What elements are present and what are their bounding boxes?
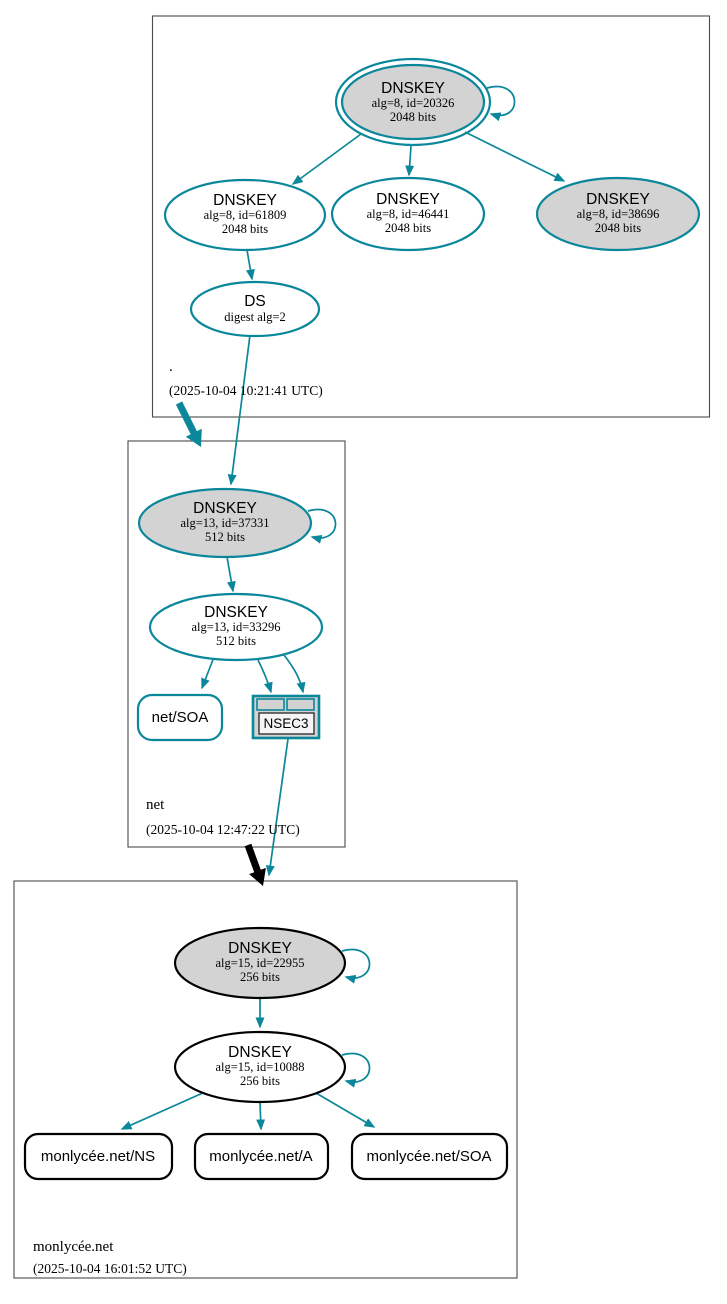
node-mon-soa-rrset[interactable]: monlycée.net/SOA (350, 1132, 509, 1181)
nsec3-label-rect (258, 712, 315, 735)
root-ds-ellipse (189, 280, 321, 338)
edge-nsec3-to-monlycee (265, 738, 289, 877)
node-root-dnskey-38696[interactable]: DNSKEY alg=8, id=38696 2048 bits (535, 176, 701, 252)
zone-box-monlycee (13, 880, 518, 1279)
mon-zsk-detail1: alg=15, id=10088 (215, 1060, 304, 1074)
net-ksk-detail1: alg=13, id=37331 (180, 516, 269, 530)
net-soa-rect (136, 693, 224, 742)
mon-soa-label: monlycée.net/SOA (366, 1148, 491, 1165)
root-dnskey-38696-ellipse (535, 176, 701, 252)
net-zone-timestamp: (2025-10-04 12:47:22 UTC) (146, 822, 300, 837)
node-root-dnskey-61809[interactable]: DNSKEY alg=8, id=61809 2048 bits (163, 178, 327, 252)
node-root-dnskey-46441[interactable]: DNSKEY alg=8, id=46441 2048 bits (330, 176, 486, 252)
nsec3-label: NSEC3 (263, 716, 308, 731)
root-ksk-detail1: alg=8, id=20326 (372, 96, 455, 110)
mon-zone-timestamp: (2025-10-04 16:01:52 UTC) (33, 1261, 187, 1276)
root-dnskey-38696-detail1: alg=8, id=38696 (577, 207, 660, 221)
root-dnskey-61809-title: DNSKEY (213, 192, 277, 209)
edge-mon-zsk-selfloop (341, 1052, 371, 1088)
mon-soa-rect (350, 1132, 509, 1181)
net-zone-label: net (146, 797, 165, 813)
edge-mon-ksk-selfloop (341, 948, 371, 984)
root-dnskey-46441-title: DNSKEY (376, 191, 440, 208)
root-ksk-inner-ellipse (340, 63, 486, 141)
mon-ksk-ellipse (173, 926, 347, 1000)
root-dnskey-38696-detail2: 2048 bits (595, 221, 641, 235)
node-net-soa-rrset[interactable]: net/SOA (136, 693, 224, 742)
node-net-zsk-33296[interactable]: DNSKEY alg=13, id=33296 512 bits (148, 592, 324, 662)
node-mon-zsk-10088[interactable]: DNSKEY alg=15, id=10088 256 bits (173, 1030, 347, 1104)
mon-ns-label: monlycée.net/NS (41, 1148, 155, 1165)
root-zone-timestamp: (2025-10-04 10:21:41 UTC) (169, 383, 323, 398)
root-dnskey-61809-detail2: 2048 bits (222, 222, 268, 236)
mon-a-rect (193, 1132, 330, 1181)
net-zsk-title: DNSKEY (204, 604, 268, 621)
net-zsk-detail1: alg=13, id=33296 (191, 620, 280, 634)
mon-ksk-detail2: 256 bits (240, 970, 280, 984)
root-zone-label: . (169, 359, 173, 375)
arrow-root-to-net-delegation (175, 401, 202, 447)
mon-ksk-detail1: alg=15, id=22955 (215, 956, 304, 970)
node-net-nsec3[interactable]: NSEC3 (251, 694, 321, 740)
node-mon-ksk-22955[interactable]: DNSKEY alg=15, id=22955 256 bits (173, 926, 347, 1000)
root-ds-title: DS (244, 293, 266, 310)
edge-ds-to-net-ksk (227, 334, 251, 486)
edge-mon-zsk-to-a (256, 1101, 266, 1131)
root-dnskey-46441-detail1: alg=8, id=46441 (367, 207, 450, 221)
edge-net-ksk-to-zsk (226, 556, 236, 593)
edge-mon-zsk-to-soa (315, 1092, 376, 1128)
root-dnskey-38696-title: DNSKEY (586, 191, 650, 208)
net-ksk-detail2: 512 bits (205, 530, 245, 544)
mon-a-label: monlycée.net/A (209, 1148, 312, 1165)
node-mon-ns-rrset[interactable]: monlycée.net/NS (23, 1132, 174, 1181)
nsec3-cell-left (256, 698, 285, 711)
edge-root-ksk-selfloop (486, 85, 516, 122)
root-dnskey-46441-ellipse (330, 176, 486, 252)
mon-ksk-title: DNSKEY (228, 940, 292, 957)
arrow-net-to-monlycee-delegation (244, 843, 266, 886)
root-dnskey-46441-detail2: 2048 bits (385, 221, 431, 235)
node-root-ds[interactable]: DS digest alg=2 (189, 280, 321, 338)
root-dnskey-61809-detail1: alg=8, id=61809 (204, 208, 287, 222)
edge-root-ksk-to-61809 (291, 133, 362, 185)
mon-zsk-title: DNSKEY (228, 1044, 292, 1061)
net-soa-label: net/SOA (152, 709, 209, 726)
root-ksk-title: DNSKEY (381, 80, 445, 97)
root-ksk-outer-ellipse (334, 57, 492, 147)
mon-zone-label: monlycée.net (33, 1239, 114, 1255)
node-net-ksk-37331[interactable]: DNSKEY alg=13, id=37331 512 bits (137, 487, 313, 559)
nsec3-cell-right (286, 698, 315, 711)
root-ds-detail1: digest alg=2 (224, 310, 286, 324)
root-dnskey-61809-ellipse (163, 178, 327, 252)
zone-box-root (151, 15, 711, 418)
net-zsk-detail2: 512 bits (216, 634, 256, 648)
edge-61809-to-ds (245, 249, 255, 281)
net-ksk-title: DNSKEY (193, 500, 257, 517)
mon-zsk-ellipse (173, 1030, 347, 1104)
edge-net-ksk-selfloop (307, 508, 337, 544)
edge-net-zsk-to-nsec3-b (283, 654, 306, 694)
edge-net-zsk-to-nsec3-a (257, 659, 273, 694)
node-mon-a-rrset[interactable]: monlycée.net/A (193, 1132, 330, 1181)
net-ksk-ellipse (137, 487, 313, 559)
mon-ns-rect (23, 1132, 174, 1181)
edge-root-ksk-to-46441 (405, 145, 415, 177)
root-ksk-detail2: 2048 bits (390, 110, 436, 124)
mon-zsk-detail2: 256 bits (240, 1074, 280, 1088)
edge-mon-zsk-to-ns (120, 1091, 206, 1130)
node-root-ksk-20326[interactable]: DNSKEY alg=8, id=20326 2048 bits (334, 57, 492, 147)
edge-net-zsk-to-soa (201, 656, 215, 690)
edge-root-ksk-to-38696 (464, 131, 566, 182)
net-zsk-ellipse (148, 592, 324, 662)
